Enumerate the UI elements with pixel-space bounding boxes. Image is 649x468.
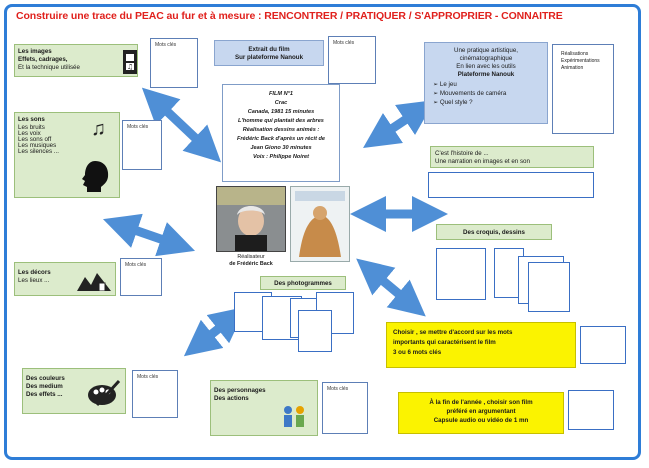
sons-line-1: Les sons [18,116,45,123]
pratique-line-2: cinématographique [459,55,513,62]
personnages-line-1: Des personnages [214,387,266,394]
sons-line-5: Les musiques [18,142,57,149]
extrait-line-2: Sur plateforme Nanouk [234,54,304,61]
film-line-1: FILM N°1 [269,91,293,97]
pratique-note: Réalisations Expérimentations Animation [552,44,614,134]
film-line-6: Frédéric Back d'après un récit de [236,136,326,142]
croquis-label: Des croquis, dessins [463,229,525,236]
film-line-8: Voix : Philippe Noiret [252,154,310,160]
film-info-box: FILM N°1 Crac Canada, 1981 15 minutes L'… [222,84,340,182]
histoire-line-2: Une narration en images et en son [435,158,530,165]
pratique-note-line-1: Réalisations [561,51,589,57]
book-illustration [291,187,349,261]
arrow-images [141,87,222,163]
realisateur-caption: Réalisateur de Frédéric Back [216,254,286,272]
choisir-line-2: importants qui caractérisent le film [393,339,496,346]
pratique-note-line-2: Expérimentations [561,58,600,64]
personnages-line-2: Des actions [214,395,249,402]
film-line-5: Réalisation dessins animés : [242,127,320,133]
extrait-line-1: Extrait du film [248,46,290,53]
arrow-pratique [363,100,435,148]
fin-box: À la fin de l'année , choisir son film p… [398,392,564,434]
couleurs-line-3: Des effets ... [26,391,63,398]
photogrammes-box: Des photogrammes [260,276,346,290]
choisir-line-3: 3 ou 6 mots clés [393,349,442,356]
histoire-box: C'est l'histoire de ... Une narration en… [430,146,594,168]
landscape-icon [77,273,111,291]
sons-line-2: Les bruits [18,124,45,131]
croquis-frame [436,248,486,300]
arrow-choisir [356,258,426,317]
photogram-frame [298,310,332,352]
croquis-frame [528,262,570,312]
couleurs-box: Des couleurs Des medium Des effets ... [22,368,126,414]
film-line-4: L'homme qui plantait des arbres [238,118,324,124]
choisir-box: Choisir , se mettre d'accord sur les mot… [386,322,576,368]
realisateur-photo [216,186,286,252]
film-line-7: Jean Giono 30 minutes [250,145,312,151]
images-box: Les images Effets, cadrages, Et la techn… [14,44,138,77]
arrow-sons [102,213,196,257]
photogrammes-label: Des photogrammes [274,280,332,287]
book-cover-image [290,186,350,262]
fin-line-2: préféré en argumentant [446,408,516,415]
arrow-photos [183,306,247,357]
pratique-box: Une pratique artistique, cinématographiq… [424,42,548,124]
pratique-line-4: Plateforme Nanouk [457,71,515,78]
decors-line-1: Les décors [18,269,51,276]
choisir-answer-box [580,326,626,364]
fin-line-1: À la fin de l'année , choisir son film [429,399,533,406]
croquis-box: Des croquis, dessins [436,224,552,240]
film-strip-icon: ♫ [123,50,137,74]
couleurs-line-2: Des medium [26,383,63,390]
caption-line-2: de Frédéric Back [229,260,273,267]
images-line-1: Les images [18,48,52,55]
pratique-line-6: ➢ Mouvements de caméra [433,90,507,97]
extrait-note: Mots clés [328,36,376,84]
pratique-line-7: ➢ Quel style ? [433,99,473,106]
portrait-image [217,187,285,251]
decors-box: Les décors Les lieux ... [14,262,116,296]
pratique-line-5: ➢ Le jeu [433,81,457,88]
images-note: Mots clés [150,38,198,88]
sons-line-3: Les voix [18,130,41,137]
head-silhouette-icon [82,161,109,192]
film-line-3: Canada, 1981 15 minutes [247,109,315,115]
fin-line-3: Capsule audio ou vidéo de 1 mn [433,417,529,424]
svg-text:♫: ♫ [127,63,133,71]
histoire-answer-box [428,172,594,198]
pratique-line-3: En lien avec les outils [456,63,516,70]
couleurs-line-1: Des couleurs [26,375,65,382]
music-note-icon: ♫ [91,118,106,140]
sons-line-4: Les sons off [18,136,52,143]
histoire-line-1: C'est l'histoire de ... [435,150,489,157]
pratique-line-1: Une pratique artistique, [454,47,518,54]
images-line-3: Et la technique utilisée [18,64,80,71]
page-title: Construire une trace du PEAC au fur et à… [16,10,563,22]
pratique-note-line-3: Animation [561,65,584,71]
sons-box: Les sons Les bruits Les voix Les sons of… [14,112,120,198]
personnages-note: Mots clés [322,382,368,434]
fin-answer-box [568,390,614,430]
couleurs-note: Mots clés [132,370,178,418]
film-line-2: Crac [274,100,288,106]
caption-line-1: Réalisateur [237,254,265,260]
personnages-box: Des personnages Des actions [210,380,318,436]
extrait-box: Extrait du film Sur plateforme Nanouk [214,40,324,66]
palette-brush-icon [88,379,121,407]
characters-icon [284,406,304,427]
decors-note: Mots clés [120,258,162,296]
sons-line-6: Les silences ... [18,148,59,155]
sons-note: Mots clés [122,120,162,170]
decors-line-2: Les lieux ... [18,277,50,284]
images-line-2: Effets, cadrages, [18,56,68,63]
choisir-line-1: Choisir , se mettre d'accord sur les mot… [393,329,513,336]
